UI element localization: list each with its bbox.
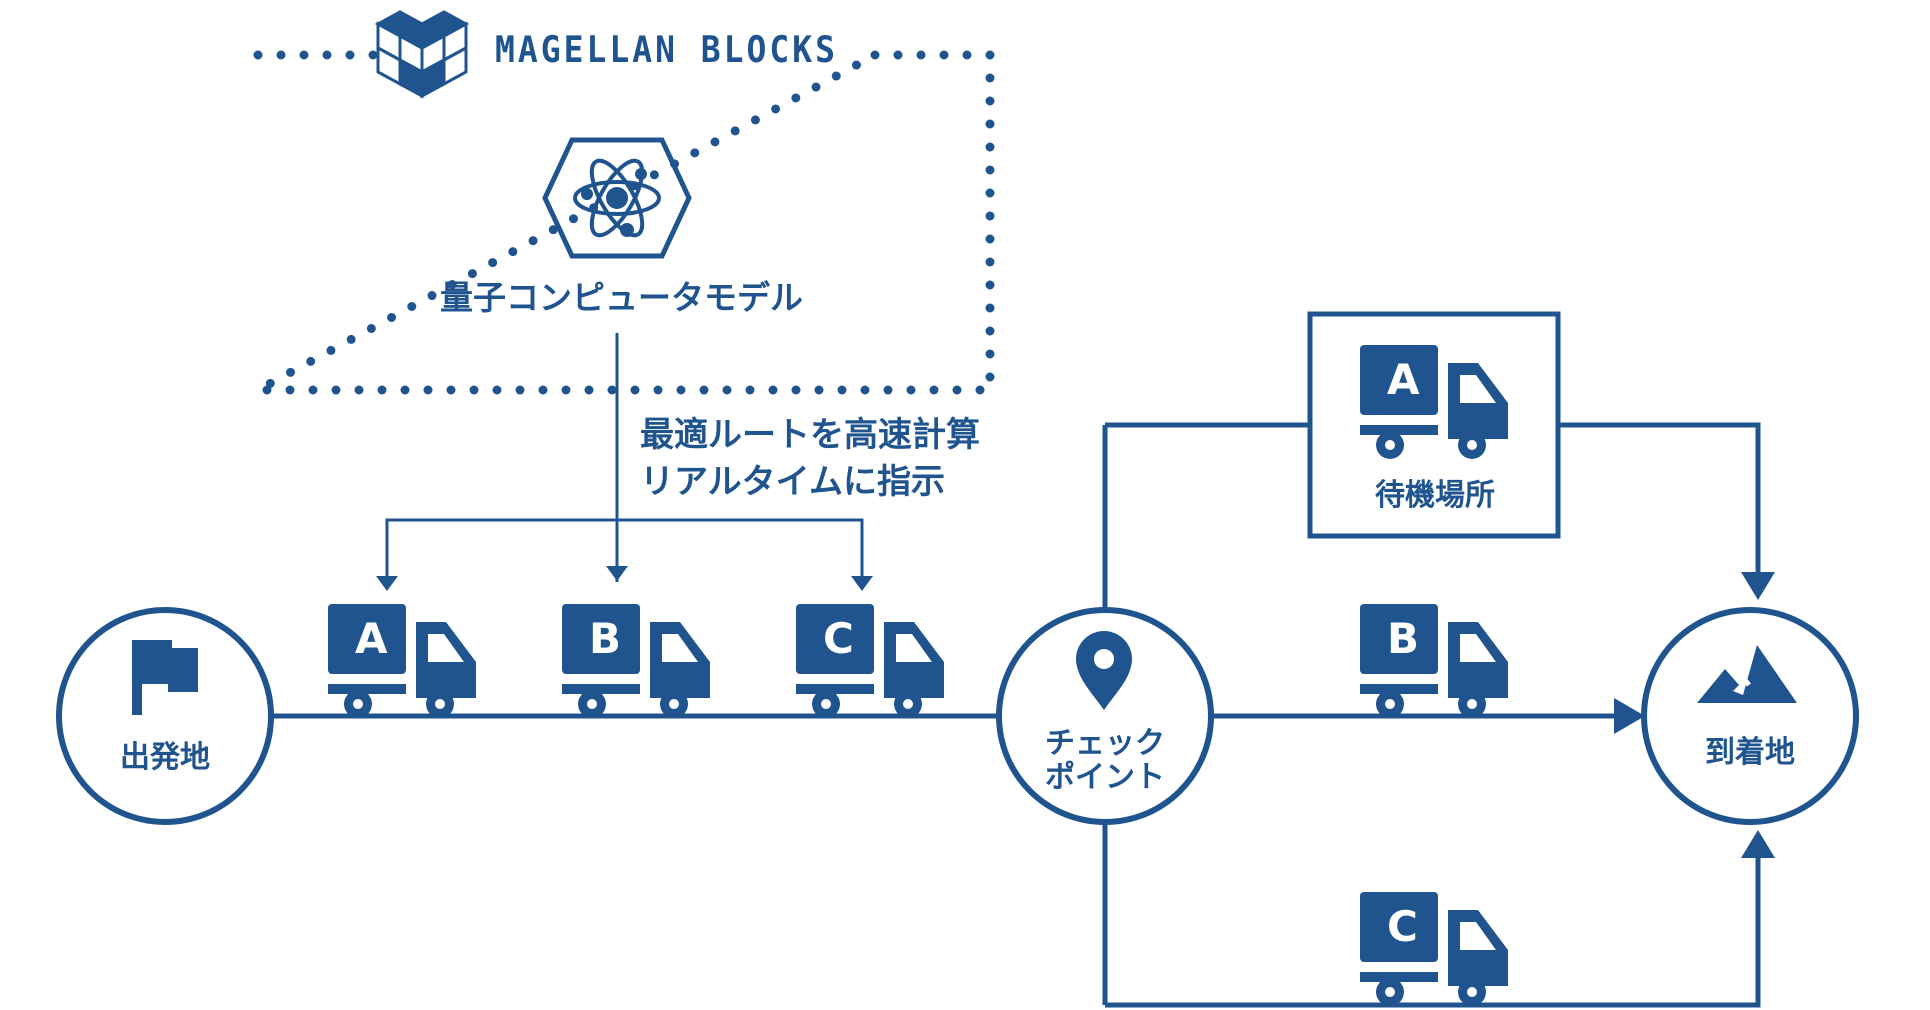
instruction-line-1: 最適ルートを高速計算 [640,415,980,455]
checkpoint-label-line-2: ポイント [1045,760,1165,795]
instruction-connector [385,333,864,582]
truck-direct-b [1360,604,1508,718]
destination-node [1641,607,1859,825]
standby-route [1105,422,1761,575]
destination-label: 到着地 [1705,735,1795,770]
map-pin-icon [1076,631,1132,710]
truck-detour-letter: C [1387,902,1418,951]
origin-label: 出発地 [120,740,210,775]
origin-node [56,607,274,825]
instruction-line-2: リアルタイムに指示 [640,462,945,502]
arrowhead-truck-c [851,576,873,591]
detour-route-line [1105,855,1761,1008]
truck-c [796,604,944,718]
truck-standby-letter: A [1387,355,1420,404]
truck-detour-c [1360,892,1508,1006]
arrowhead-truck-a [376,576,398,591]
flag-icon [132,640,198,715]
brand-name: MAGELLAN BLOCKS [495,28,839,71]
arrowhead-detour [1741,830,1775,858]
checkpoint-node [996,425,1214,1005]
truck-direct-letter: B [1387,614,1420,663]
arrowhead-direct [1614,698,1645,734]
mountain-icon [1697,645,1797,703]
truck-a [328,604,476,718]
arrowhead-standby [1741,572,1775,600]
truck-c-letter: C [823,614,854,663]
truck-b [562,604,710,718]
truck-b-letter: B [589,614,622,663]
truck-a-letter: A [355,614,388,663]
atom-icon [542,137,692,259]
model-frame [253,50,995,395]
standby-label: 待機場所 [1375,478,1495,513]
arrowhead-truck-b [606,566,628,581]
checkpoint-label-line-1: チェック [1045,726,1165,761]
model-label: 量子コンピュータモデル [440,278,803,317]
instruction-arrowheads [376,566,873,591]
magellan-blocks-logo [374,10,470,99]
